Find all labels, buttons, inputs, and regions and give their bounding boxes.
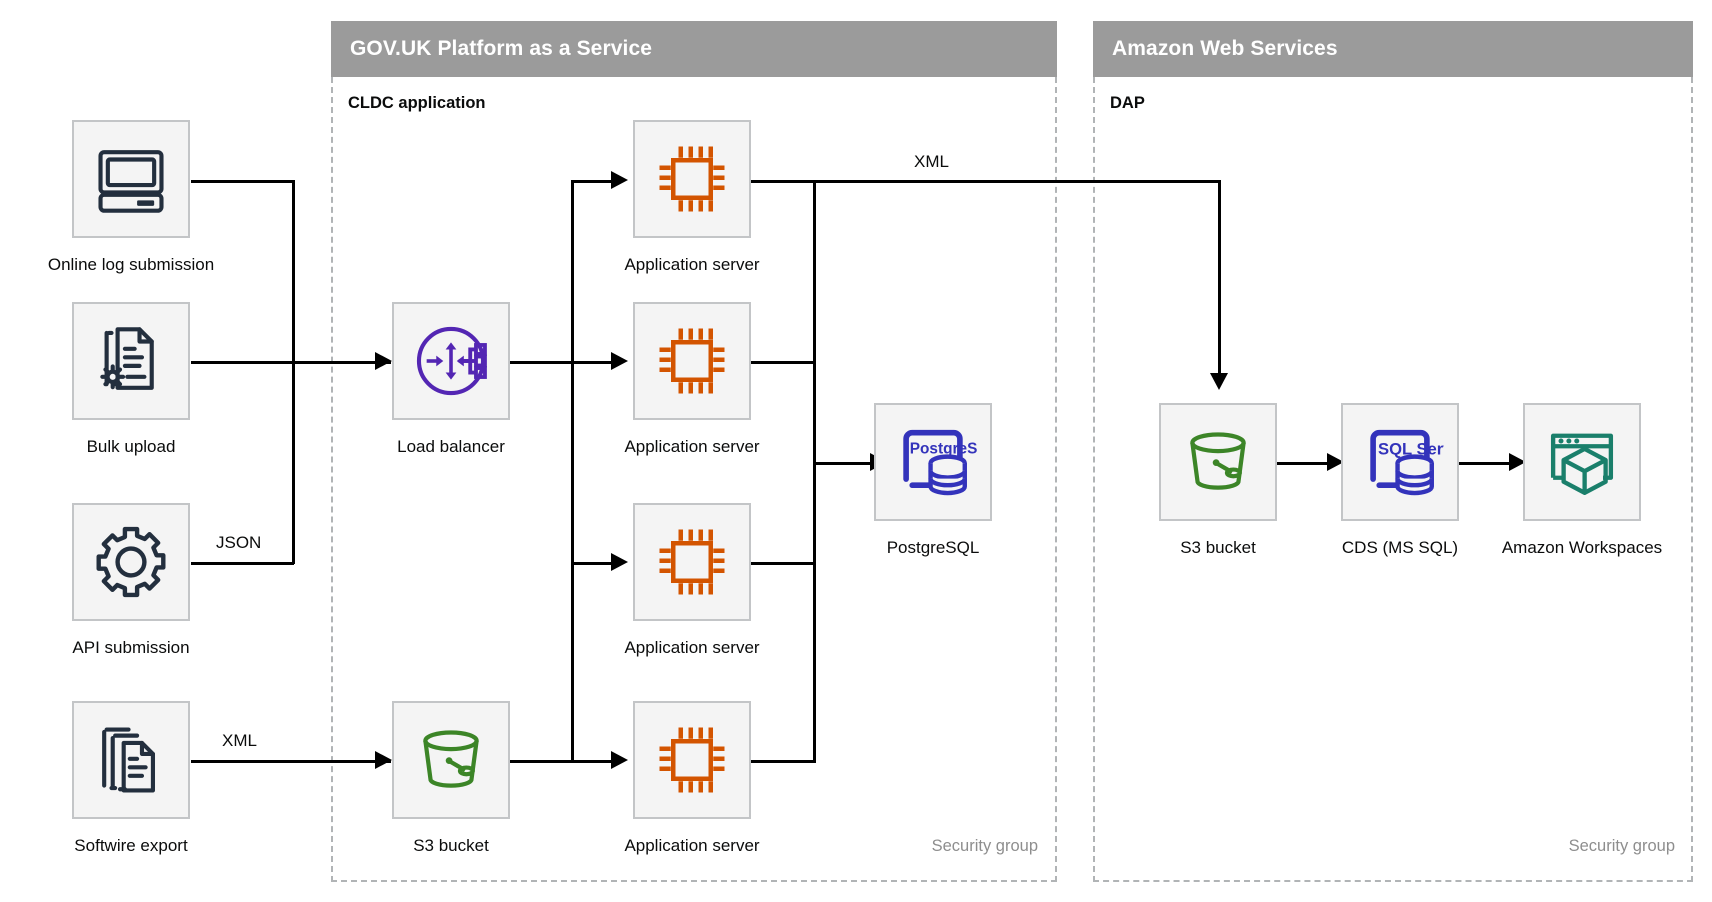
- wire-source-bus: [292, 180, 295, 564]
- sql-server-icon: SQL Server: [1356, 418, 1444, 506]
- svg-text:SQL Server: SQL Server: [1378, 440, 1444, 459]
- edge-label-xml-output: XML: [910, 152, 953, 172]
- zone-header-paas: GOV.UK Platform as a Service: [331, 21, 1057, 77]
- node-label-softwire-export: Softwire export: [74, 836, 188, 855]
- wire-db-bus: [813, 180, 816, 762]
- node-app-server-1[interactable]: [633, 120, 751, 238]
- edge-label-json: JSON: [212, 533, 266, 553]
- s3-bucket-icon: [410, 719, 492, 801]
- wire-cds-to-workspaces: [1456, 462, 1515, 465]
- wire-lb-out: [510, 361, 615, 364]
- node-label-cds-ms-sql: CDS (MS SQL): [1341, 538, 1459, 557]
- node-cds-ms-sql[interactable]: SQL Server: [1341, 403, 1459, 521]
- arrow-into-app-1: [611, 171, 628, 189]
- load-balancer-icon: [410, 320, 492, 402]
- arrow-into-workspaces: [1509, 453, 1526, 471]
- wire-db-in: [813, 462, 875, 465]
- wire-api-to-bus: [191, 562, 294, 565]
- wire-app-3-to-db: [750, 562, 816, 565]
- node-amazon-workspaces[interactable]: [1523, 403, 1641, 521]
- node-s3-bucket-aws[interactable]: [1159, 403, 1277, 521]
- wire-lb-to-app-4: [571, 760, 615, 763]
- wire-app-4-to-db: [750, 760, 816, 763]
- wire-s3-to-app-4: [510, 760, 572, 763]
- arrow-into-app-3: [611, 553, 628, 571]
- arrow-into-cds: [1327, 453, 1344, 471]
- zone-footer-paas: Security group: [931, 837, 1038, 855]
- node-bulk-upload[interactable]: [72, 302, 190, 420]
- cpu-chip-icon: [652, 522, 732, 602]
- wire-softwire-to-s3: [191, 760, 391, 763]
- documents-stack-icon: [92, 721, 170, 799]
- wire-lb-to-app-1: [571, 180, 615, 183]
- node-label-s3-bucket-aws: S3 bucket: [1180, 538, 1256, 557]
- gear-icon: [92, 523, 170, 601]
- svg-text:PostgreSQL: PostgreSQL: [910, 440, 977, 457]
- arrow-into-app-4: [611, 751, 628, 769]
- node-load-balancer[interactable]: [392, 302, 510, 420]
- cpu-chip-icon: [652, 139, 732, 219]
- wire-s3-to-cds: [1274, 462, 1333, 465]
- node-label-app-server-1: Application server: [624, 255, 760, 274]
- node-label-app-server-2: Application server: [624, 437, 760, 456]
- wire-lb-to-app-3: [571, 562, 615, 565]
- zone-header-aws-label: Amazon Web Services: [1112, 37, 1338, 60]
- cpu-chip-icon: [652, 720, 732, 800]
- arrow-into-s3-aws: [1210, 373, 1228, 390]
- node-api-submission[interactable]: [72, 503, 190, 621]
- node-label-app-server-3: Application server: [624, 638, 760, 657]
- zone-body-aws: [1093, 77, 1693, 882]
- node-label-s3-bucket-paas: S3 bucket: [413, 836, 489, 855]
- node-postgresql[interactable]: PostgreSQL: [874, 403, 992, 521]
- arrow-into-app-2: [611, 352, 628, 370]
- node-label-api-submission: API submission: [72, 638, 190, 657]
- wire-xml-down-to-s3: [1218, 180, 1221, 375]
- wire-lb-fan-bus: [571, 180, 574, 762]
- node-s3-bucket-paas[interactable]: [392, 701, 510, 819]
- desktop-computer-icon: [92, 140, 170, 218]
- wire-bulk-to-lb: [191, 361, 391, 364]
- zone-footer-aws: Security group: [1568, 837, 1675, 855]
- node-app-server-3[interactable]: [633, 503, 751, 621]
- edge-label-xml-input: XML: [218, 731, 261, 751]
- document-gear-icon: [92, 322, 170, 400]
- wire-online-to-bus: [191, 180, 294, 183]
- workspaces-cube-icon: [1540, 420, 1624, 504]
- zone-subtitle-aws: DAP: [1110, 94, 1145, 112]
- wire-app-1-xml-out: [750, 180, 1220, 183]
- node-label-postgresql: PostgreSQL: [886, 538, 980, 557]
- node-label-bulk-upload: Bulk upload: [86, 437, 176, 456]
- arrow-into-load-balancer: [375, 352, 392, 370]
- node-label-amazon-workspaces: Amazon Workspaces: [1501, 538, 1663, 557]
- arrow-into-s3-paas: [375, 751, 392, 769]
- node-softwire-export[interactable]: [72, 701, 190, 819]
- cpu-chip-icon: [652, 321, 732, 401]
- node-label-load-balancer: Load balancer: [397, 437, 505, 456]
- node-online-log-submission[interactable]: [72, 120, 190, 238]
- node-app-server-2[interactable]: [633, 302, 751, 420]
- postgresql-icon: PostgreSQL: [889, 418, 977, 506]
- zone-header-aws: Amazon Web Services: [1093, 21, 1693, 77]
- zone-body-paas: [331, 77, 1057, 882]
- zone-subtitle-paas: CLDC application: [348, 94, 486, 112]
- wire-app-2-to-db: [750, 361, 816, 364]
- zone-header-paas-label: GOV.UK Platform as a Service: [350, 37, 652, 60]
- s3-bucket-icon: [1177, 421, 1259, 503]
- node-label-app-server-4: Application server: [624, 836, 760, 855]
- node-label-online-log-submission: Online log submission: [47, 255, 215, 274]
- node-app-server-4[interactable]: [633, 701, 751, 819]
